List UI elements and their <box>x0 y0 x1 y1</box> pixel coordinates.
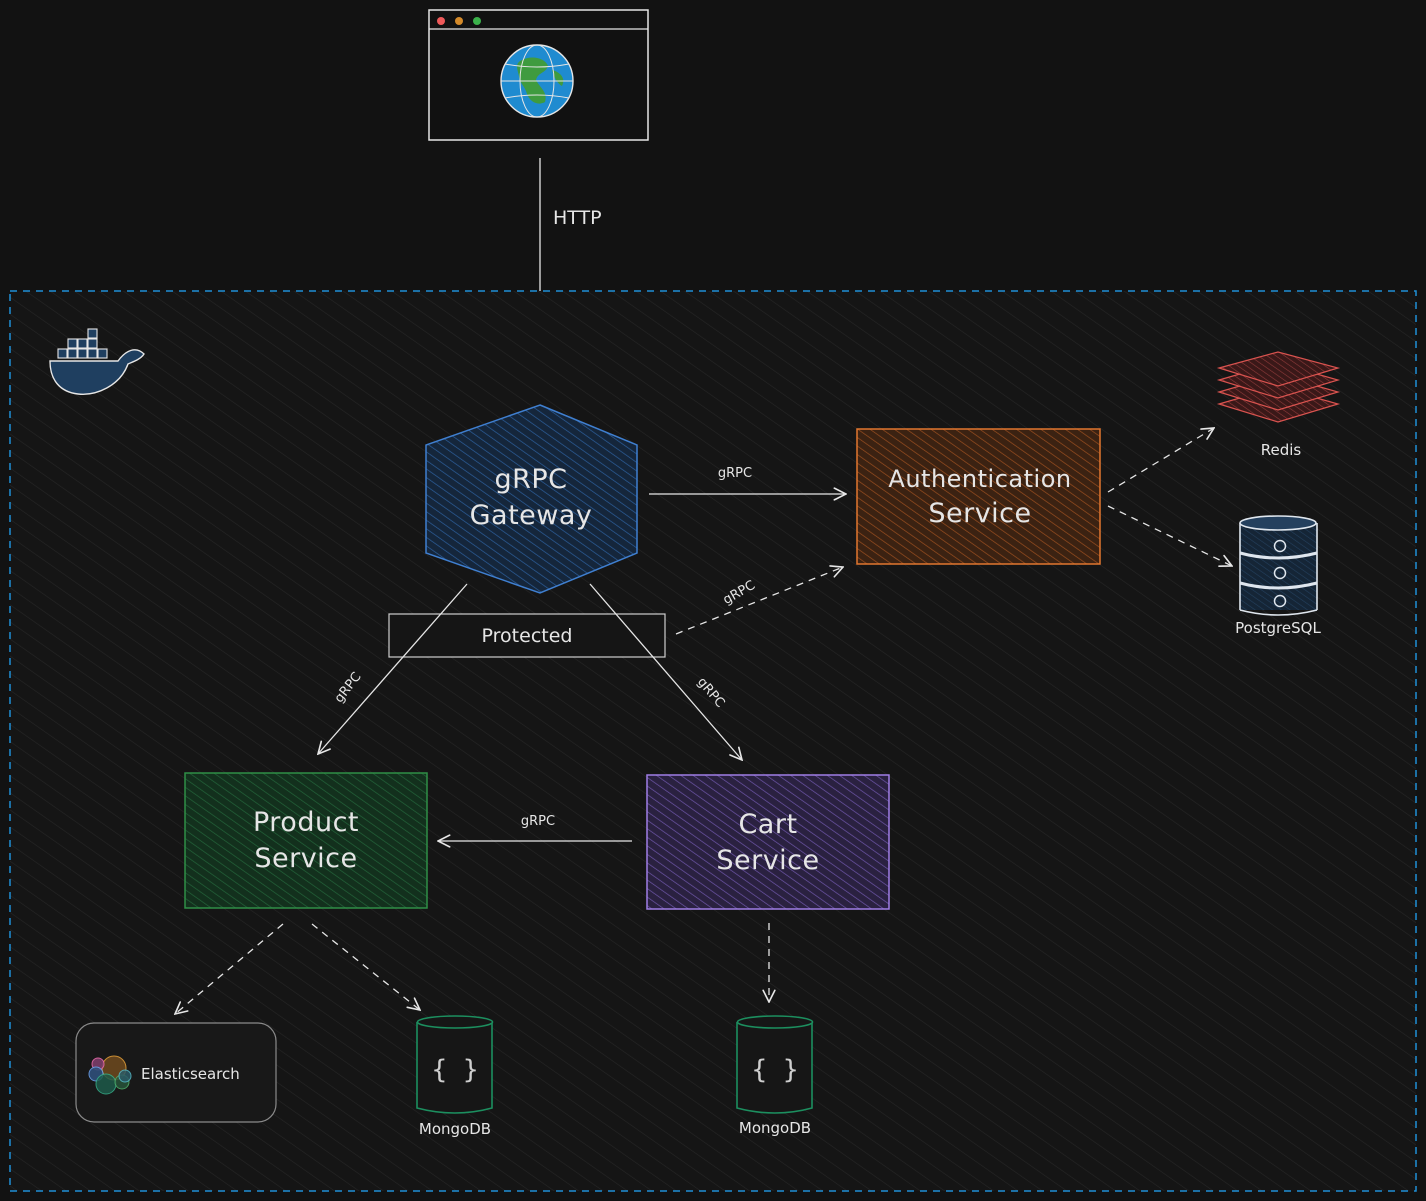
redis-label: Redis <box>1261 441 1302 459</box>
gateway-label-line1: gRPC <box>494 464 567 495</box>
mongodb-cylinder-icon <box>416 1015 494 1114</box>
docker-whale-icon <box>49 328 145 395</box>
postgres-node: PostgreSQL <box>1235 515 1321 637</box>
auth-label-line1: Authentication <box>888 465 1071 493</box>
product-label-line1: Product <box>253 807 359 838</box>
grpc-gateway-node: gRPC Gateway <box>425 404 638 594</box>
redis-node: Redis <box>1216 351 1341 459</box>
edge-label-cart-product: gRPC <box>521 814 555 829</box>
auth-label-line2: Service <box>928 498 1031 529</box>
window-close-dot <box>437 17 445 25</box>
protected-node: Protected <box>388 613 666 658</box>
cart-service-node: Cart Service <box>646 774 890 910</box>
mongodb-cylinder-icon <box>736 1015 814 1114</box>
mongodb-product-label: MongoDB <box>419 1120 491 1138</box>
elasticsearch-label: Elasticsearch <box>141 1065 240 1083</box>
database-cylinder-icon <box>1239 515 1318 616</box>
gateway-label-line2: Gateway <box>470 500 593 531</box>
mongodb-cart-glyph: { } <box>752 1055 799 1085</box>
docker-container <box>9 290 1417 1192</box>
edge-product-mongodb <box>311 923 420 1010</box>
edge-gateway-auth: gRPC <box>649 466 846 494</box>
redis-stack-icon <box>1216 351 1341 423</box>
edge-product-elasticsearch <box>175 923 284 1014</box>
globe-icon <box>500 44 574 118</box>
cart-label-line2: Service <box>716 845 819 876</box>
edge-label-http: HTTP <box>553 207 602 229</box>
protected-label: Protected <box>482 625 573 647</box>
edge-label-gateway-auth: gRPC <box>718 466 752 481</box>
mongodb-product-glyph: { } <box>432 1055 479 1085</box>
edge-auth-postgres <box>1107 505 1232 566</box>
cart-label-line1: Cart <box>738 809 797 840</box>
window-minimize-dot <box>455 17 463 25</box>
browser-window <box>428 9 649 141</box>
product-label-line2: Service <box>254 843 357 874</box>
elasticsearch-logo-icon <box>88 1055 132 1095</box>
window-maximize-dot <box>473 17 481 25</box>
mongodb-cart-label: MongoDB <box>739 1119 811 1137</box>
edge-cart-product: gRPC <box>438 814 632 841</box>
product-service-node: Product Service <box>184 772 428 909</box>
authentication-service-node: Authentication Service <box>856 428 1101 565</box>
mongodb-cart-node: { } MongoDB <box>736 1015 814 1137</box>
mongodb-product-node: { } MongoDB <box>416 1015 494 1138</box>
postgres-label: PostgreSQL <box>1235 619 1321 637</box>
elasticsearch-node: Elasticsearch <box>75 1022 277 1123</box>
